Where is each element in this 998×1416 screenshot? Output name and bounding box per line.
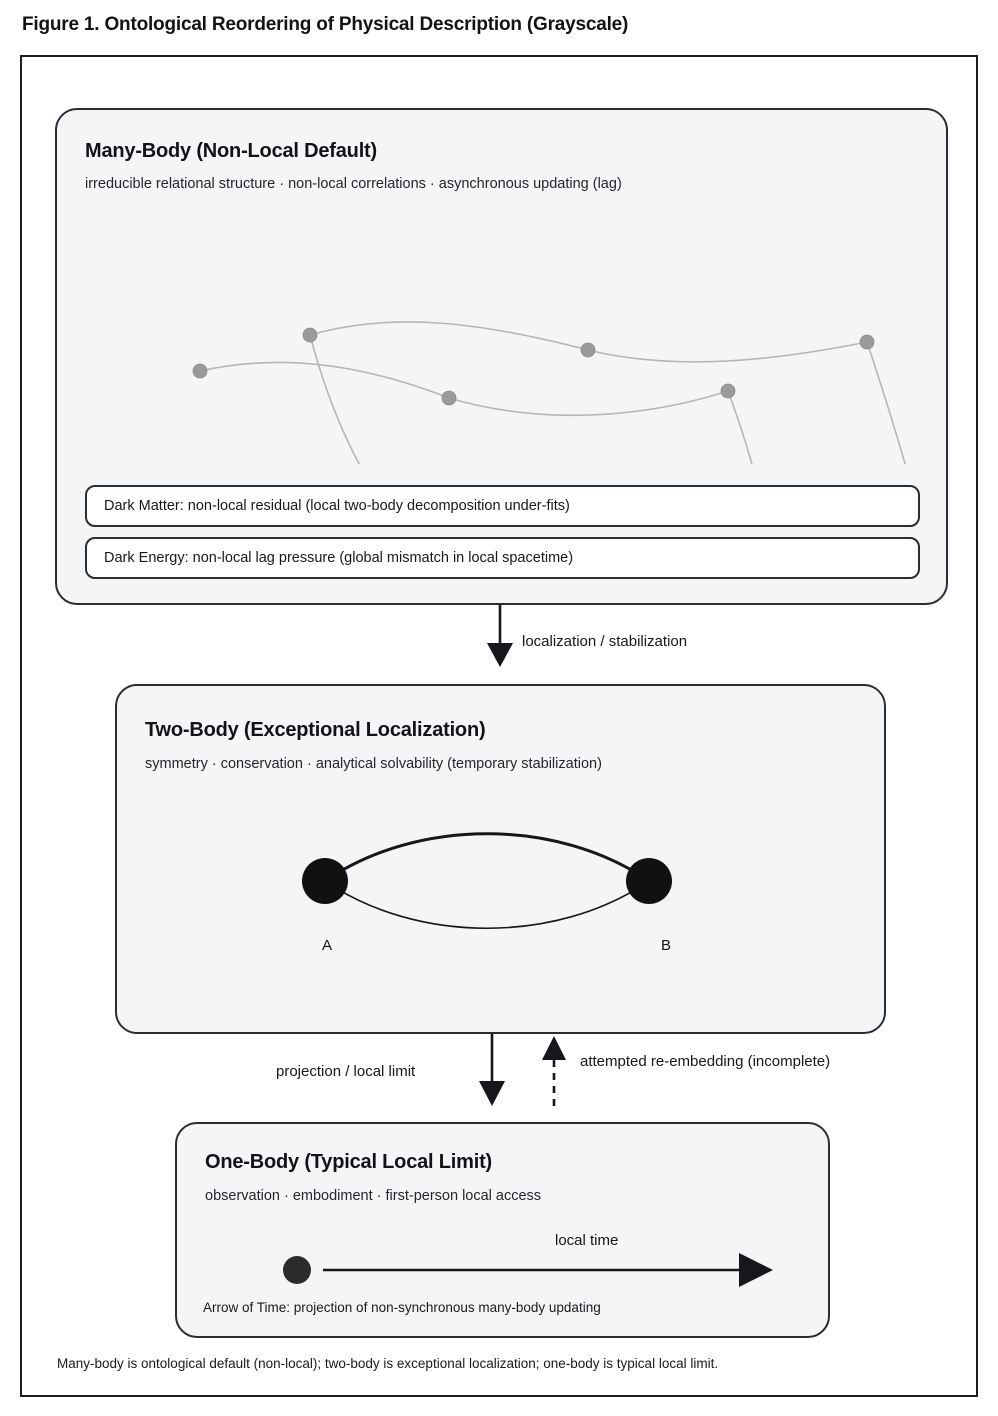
one-body-footnote: Arrow of Time: projection of non-synchro… [203,1300,601,1315]
arrow-of-time-icon [283,1253,773,1287]
one-body-title: One-Body (Typical Local Limit) [205,1151,492,1173]
two-body-subtitle: symmetry · conservation · analytical sol… [145,756,602,772]
connector-projection-label: projection / local limit [276,1063,416,1080]
dark-matter-box[interactable]: Dark Matter: non-local residual (local t… [85,485,920,527]
two-body-node-a-label: A [322,937,333,954]
two-body-node-b-label: B [661,937,672,954]
panel-two-body[interactable]: Two-Body (Exceptional Localization) symm… [115,684,886,1034]
one-body-axis-label: local time [555,1232,619,1249]
many-body-subtitle: irreducible relational structure · non-l… [85,176,622,192]
many-body-network-graph [192,321,906,464]
connector-two-one-arrows [479,1034,566,1106]
page-title: Figure 1. Ontological Reordering of Phys… [22,14,629,35]
dark-energy-box[interactable]: Dark Energy: non-local lag pressure (glo… [85,537,920,579]
connector-many-to-two-label: localization / stabilization [522,633,688,650]
panel-one-body[interactable]: One-Body (Typical Local Limit) observati… [175,1122,830,1338]
two-body-title: Two-Body (Exceptional Localization) [145,719,486,741]
connector-reembedding-label: attempted re-embedding (incomplete) [580,1053,831,1070]
two-body-lens-graph [302,832,672,930]
dark-energy-text: Dark Energy: non-local lag pressure (glo… [104,550,574,566]
connector-many-to-two-arrow [487,605,513,667]
panel-many-body[interactable]: Many-Body (Non-Local Default) irreducibl… [55,108,948,605]
one-body-subtitle: observation · embodiment · first-person … [205,1188,542,1204]
many-body-title: Many-Body (Non-Local Default) [85,140,377,162]
dark-matter-text: Dark Matter: non-local residual (local t… [104,498,570,514]
figure-caption: Many-body is ontological default (non-lo… [57,1356,719,1371]
